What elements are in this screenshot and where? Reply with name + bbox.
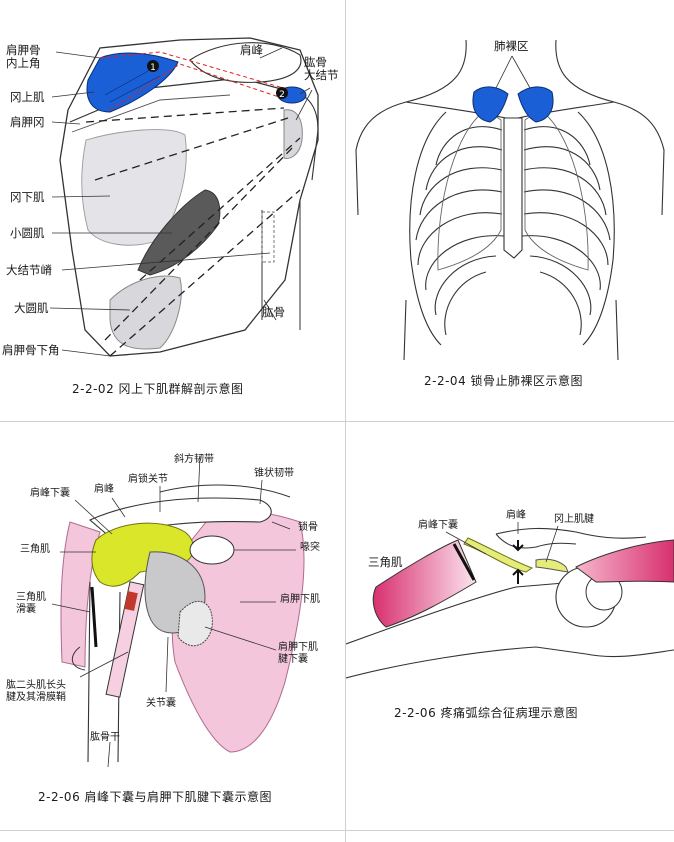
label-conoid-ligament: 锥状韧带 [254, 468, 294, 479]
label-lung-bare-area: 肺裸区 [494, 39, 529, 53]
panel-subacromial-bursa: 肩峰下囊 肩峰 肩锁关节 斜方韧带 锥状韧带 锁骨 喙突 三角肌 三角肌 滑囊 … [0, 422, 345, 830]
grid-bottom-line [0, 830, 674, 831]
label-acromion-4: 肩峰 [506, 510, 526, 521]
label-inferior-angle: 肩胛骨下角 [2, 343, 60, 357]
panel-painful-arc: 肩峰下囊 肩峰 冈上肌腱 三角肌 2-2-06 疼痛弧综合征病理示意图 [346, 422, 674, 830]
label-supraspinatus-tendon: 冈上肌腱 [554, 514, 594, 525]
label-coracoid: 喙突 [300, 542, 320, 553]
panel-lung-bare-area: 肺裸区 2-2-04 锁骨止肺裸区示意图 [346, 0, 674, 421]
label-deltoid: 三角肌 [20, 544, 50, 555]
label-humeral-shaft: 肱骨干 [90, 732, 120, 743]
painful-arc-diagram [346, 522, 674, 679]
label-scapular-spine: 肩胛冈 [10, 115, 45, 129]
svg-text:2: 2 [279, 90, 285, 100]
label-crest: 大结节嵴 [6, 263, 52, 277]
label-infraspinatus: 冈下肌 [10, 190, 45, 204]
shoulder-bursa-diagram [51, 455, 305, 768]
label-humerus: 肱骨 [262, 305, 285, 319]
label-subacromial-bursa: 肩峰下囊 [30, 488, 70, 499]
label-acromion: 肩峰 [240, 43, 263, 57]
label-acromion: 肩峰 [94, 484, 114, 495]
marker-1 [147, 60, 159, 72]
caption-panel-4: 2-2-06 疼痛弧综合征病理示意图 [394, 706, 579, 720]
panel-scapula-muscles: 1 2 肩胛骨 内上角 冈上肌 肩胛冈 冈下肌 小圆肌 大结节嵴 大圆肌 肩胛骨… [0, 0, 345, 421]
label-subacromial-bursa-4: 肩峰下囊 [418, 520, 458, 531]
label-clavicle: 锁骨 [298, 522, 318, 533]
label-joint-capsule: 关节囊 [146, 698, 176, 709]
svg-text:1: 1 [150, 63, 156, 73]
marker-2 [276, 87, 288, 99]
label-superior-angle: 肩胛骨 内上角 [6, 43, 41, 70]
label-teres-major: 大圆肌 [14, 301, 49, 315]
scapula-diagram: 1 2 [49, 37, 319, 357]
label-trapezoid-ligament: 斜方韧带 [174, 454, 214, 465]
label-deltoid-bursa: 三角肌 滑囊 [16, 592, 46, 615]
label-deltoid-4: 三角肌 [368, 555, 403, 569]
label-greater-tubercle: 肱骨 大结节 [304, 55, 339, 82]
label-subscapularis-bursa: 肩胛下肌 腱下囊 [278, 642, 318, 665]
label-ac-joint: 肩锁关节 [128, 474, 168, 485]
caption-panel-3: 2-2-06 肩峰下囊与肩胛下肌腱下囊示意图 [38, 790, 273, 804]
label-biceps-tendon: 肱二头肌长头 腱及其滑膜鞘 [6, 680, 66, 703]
caption-panel-2: 2-2-04 锁骨止肺裸区示意图 [424, 374, 584, 388]
label-subscapularis: 肩胛下肌 [280, 594, 320, 605]
caption-panel-1: 2-2-02 冈上下肌群解剖示意图 [72, 382, 244, 396]
grid-horizontal-divider [0, 421, 674, 422]
label-supraspinatus: 冈上肌 [10, 90, 45, 104]
ribcage-diagram [355, 39, 665, 361]
label-teres-minor: 小圆肌 [10, 226, 45, 240]
